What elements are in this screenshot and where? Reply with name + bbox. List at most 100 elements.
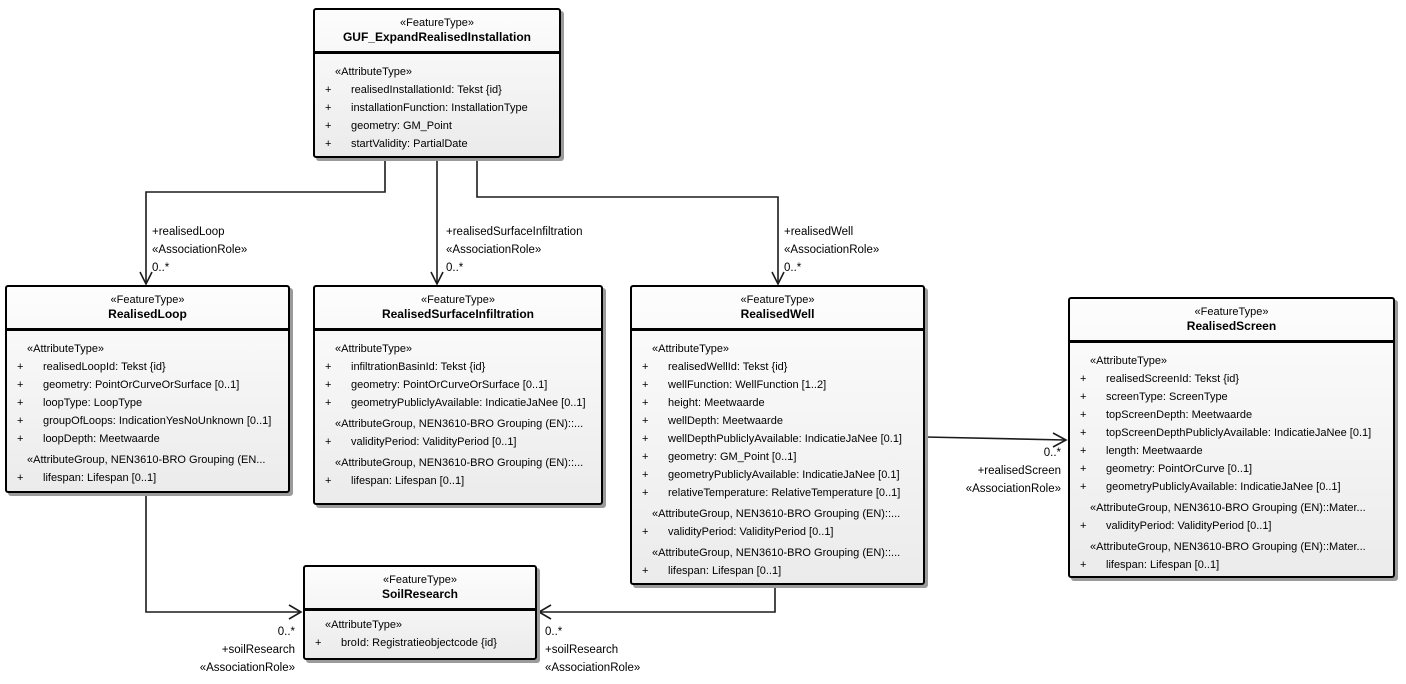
attribute-group-stereotype: «AttributeType» [27,343,105,355]
class-name: RealisedSurfaceInfiltration [381,307,535,321]
attribute-group-stereotype: «AttributeGroup, NEN3610-BRO Grouping (E… [1090,502,1366,514]
class-stereotype: «FeatureType» [383,574,457,586]
arrowhead-down-icon [139,271,153,286]
attribute-row: +installationFunction: InstallationType [325,102,528,114]
attribute-row: +validityPeriod: ValidityPeriod [0..1] [325,436,517,448]
class-realisedwell[interactable]: «FeatureType» RealisedWell «AttributeTyp… [630,285,925,585]
attribute-row: +lifespan: Lifespan [0..1] [1080,559,1220,571]
arrowhead-down-icon [771,271,785,286]
class-stereotype: «FeatureType» [421,294,495,306]
attribute-row: +topScreenDepthPubliclyAvailable: Indica… [1080,427,1372,439]
role-name: +realisedLoop [152,226,225,238]
assoc-label-soilresearch-right: 0..* +soilResearch «AssociationRole» [545,623,640,677]
association-guf-to-realisedsurfaceinfiltration[interactable] [430,158,444,286]
attribute-group-stereotype: «AttributeType» [335,343,413,355]
class-title: «FeatureType» SoilResearch [305,567,535,611]
class-stereotype: «FeatureType» [400,17,474,29]
attribute-group-stereotype: «AttributeGroup, NEN3610-BRO Grouping (E… [335,457,584,469]
attribute-row: +realisedInstallationId: Tekst {id} [325,84,502,96]
attribute-group-stereotype: «AttributeType» [335,66,413,78]
attribute-row: +relativeTemperature: RelativeTemperatur… [642,487,901,499]
class-name: RealisedWell [740,307,815,321]
attribute-row: +length: Meetwaarde [1080,445,1203,457]
attribute-row: +wellFunction: WellFunction [1..2] [642,379,827,391]
attribute-row: +startValidity: PartialDate [325,138,468,150]
multiplicity: 0..* [545,626,563,638]
attribute-row: +realisedWellId: Tekst {id} [642,361,788,373]
role-stereotype: «AssociationRole» [784,244,880,256]
attribute-compartment: «AttributeType» +realisedLoopId: Tekst {i… [7,331,288,491]
attribute-row: +wellDepthPubliclyAvailable: IndicatieJa… [642,433,902,445]
assoc-label-realisedscreen: 0..* +realisedScreen «AssociationRole» [966,444,1061,498]
attribute-row: +loopType: LoopType [17,397,143,409]
class-title: «FeatureType» GUF_ExpandRealisedInstalla… [315,10,559,54]
attribute-row: +geometry: PointOrCurve [0..1] [1080,463,1253,475]
role-name: +realisedWell [784,226,854,238]
assoc-label-realisedwell: +realisedWell «AssociationRole» 0..* [784,223,879,277]
arrowhead-down-icon [430,271,444,286]
attribute-compartment: «AttributeType»+realisedScreenId: Tekst … [1070,343,1393,576]
role-stereotype: «AssociationRole» [965,483,1061,495]
attribute-compartment: «AttributeType» +infiltrationBasinId: Tek… [315,331,601,494]
multiplicity: 0..* [1043,447,1061,459]
attribute-group-stereotype: «AttributeType» [652,343,730,355]
class-name: RealisedLoop [108,307,187,321]
role-name: +soilResearch [221,644,295,656]
class-title: «FeatureType» RealisedSurfaceInfiltratio… [315,287,601,331]
assoc-label-soilresearch-left: 0..* +soilResearch «AssociationRole» [200,623,295,677]
attribute-row: +geometryPubliclyAvailable: IndicatieJaN… [325,397,586,409]
role-name: +realisedScreen [977,465,1061,477]
attribute-row: +geometryPubliclyAvailable: IndicatieJaN… [1080,481,1341,493]
attribute-row: +lifespan: Lifespan [0..1] [325,475,465,487]
multiplicity: 0..* [152,262,170,274]
attribute-compartment: «AttributeType» +realisedWellId: Tekst {i… [632,331,923,583]
attribute-group-stereotype: «AttributeGroup, NEN3610-BRO Grouping (E… [652,547,901,559]
attribute-group-stereotype: «AttributeGroup, NEN3610-BRO Grouping (E… [1090,541,1366,553]
attribute-row: +realisedLoopId: Tekst {id} [17,361,166,373]
attribute-compartment: «AttributeType» +realisedInstallationId: … [315,54,559,156]
class-title: «FeatureType» RealisedWell [632,287,923,331]
role-stereotype: «AssociationRole» [199,662,295,674]
attribute-row: +geometryPubliclyAvailable: IndicatieJaN… [642,469,900,481]
attribute-compartment: «AttributeType»+broId: Registratieobject… [305,611,535,656]
association-guf-to-realisedwell[interactable] [476,158,785,286]
role-stereotype: «AssociationRole» [446,244,542,256]
assoc-label-realisedsurfaceinfiltration: +realisedSurfaceInfiltration «Associatio… [446,223,582,277]
multiplicity: 0..* [277,626,295,638]
attribute-row: +height: Meetwaarde [642,397,765,409]
attribute-row: +validityPeriod: ValidityPeriod [0..1] [642,526,834,538]
multiplicity: 0..* [446,262,464,274]
attribute-group-stereotype: «AttributeGroup, NEN3610-BRO Grouping (E… [652,508,901,520]
attribute-row: +geometry: PointOrCurveOrSurface [0..1] [325,379,548,391]
association-guf-to-realisedloop[interactable] [139,158,386,286]
attribute-row: +loopDepth: Meetwaarde [17,433,160,445]
attribute-row: +geometry: GM_Point [325,120,452,132]
attribute-row: +topScreenDepth: Meetwaarde [1080,409,1253,421]
class-realisedsurfaceinfiltration[interactable]: «FeatureType» RealisedSurfaceInfiltratio… [313,285,603,505]
association-realisedwell-to-soilresearch[interactable] [537,585,776,620]
multiplicity: 0..* [784,262,802,274]
association-realisedloop-to-soilresearch[interactable] [145,493,303,620]
class-guf-expandrealisedinstallation[interactable]: «FeatureType» GUF_ExpandRealisedInstalla… [313,8,561,158]
class-stereotype: «FeatureType» [110,294,185,306]
association-realisedwell-to-realisedscreen[interactable] [924,432,1068,448]
class-stereotype: «FeatureType» [740,294,815,306]
attribute-row: +groupOfLoops: IndicationYesNoUnknown [0… [17,415,272,427]
class-realisedloop[interactable]: «FeatureType» RealisedLoop «AttributeTyp… [5,285,290,493]
attribute-row: +broId: Registratieobjectcode {id} [315,637,497,649]
attribute-row: +lifespan: Lifespan [0..1] [17,472,157,484]
role-stereotype: «AssociationRole» [152,244,248,256]
class-title: «FeatureType» RealisedLoop [7,287,288,331]
class-realisedscreen[interactable]: «FeatureType» RealisedScreen «AttributeT… [1068,297,1395,578]
arrowhead-left-icon [537,604,552,620]
arrowhead-right-icon [1052,432,1068,448]
role-stereotype: «AssociationRole» [545,662,641,674]
role-name: +realisedSurfaceInfiltration [446,226,583,238]
attribute-row: +geometry: PointOrCurveOrSurface [0..1] [17,379,240,391]
attribute-row: +validityPeriod: ValidityPeriod [0..1] [1080,520,1272,532]
attribute-group-stereotype: «AttributeType» [1090,355,1168,367]
attribute-row: +infiltrationBasinId: Tekst {id} [325,361,486,373]
class-soilresearch[interactable]: «FeatureType» SoilResearch «AttributeTyp… [303,565,537,660]
